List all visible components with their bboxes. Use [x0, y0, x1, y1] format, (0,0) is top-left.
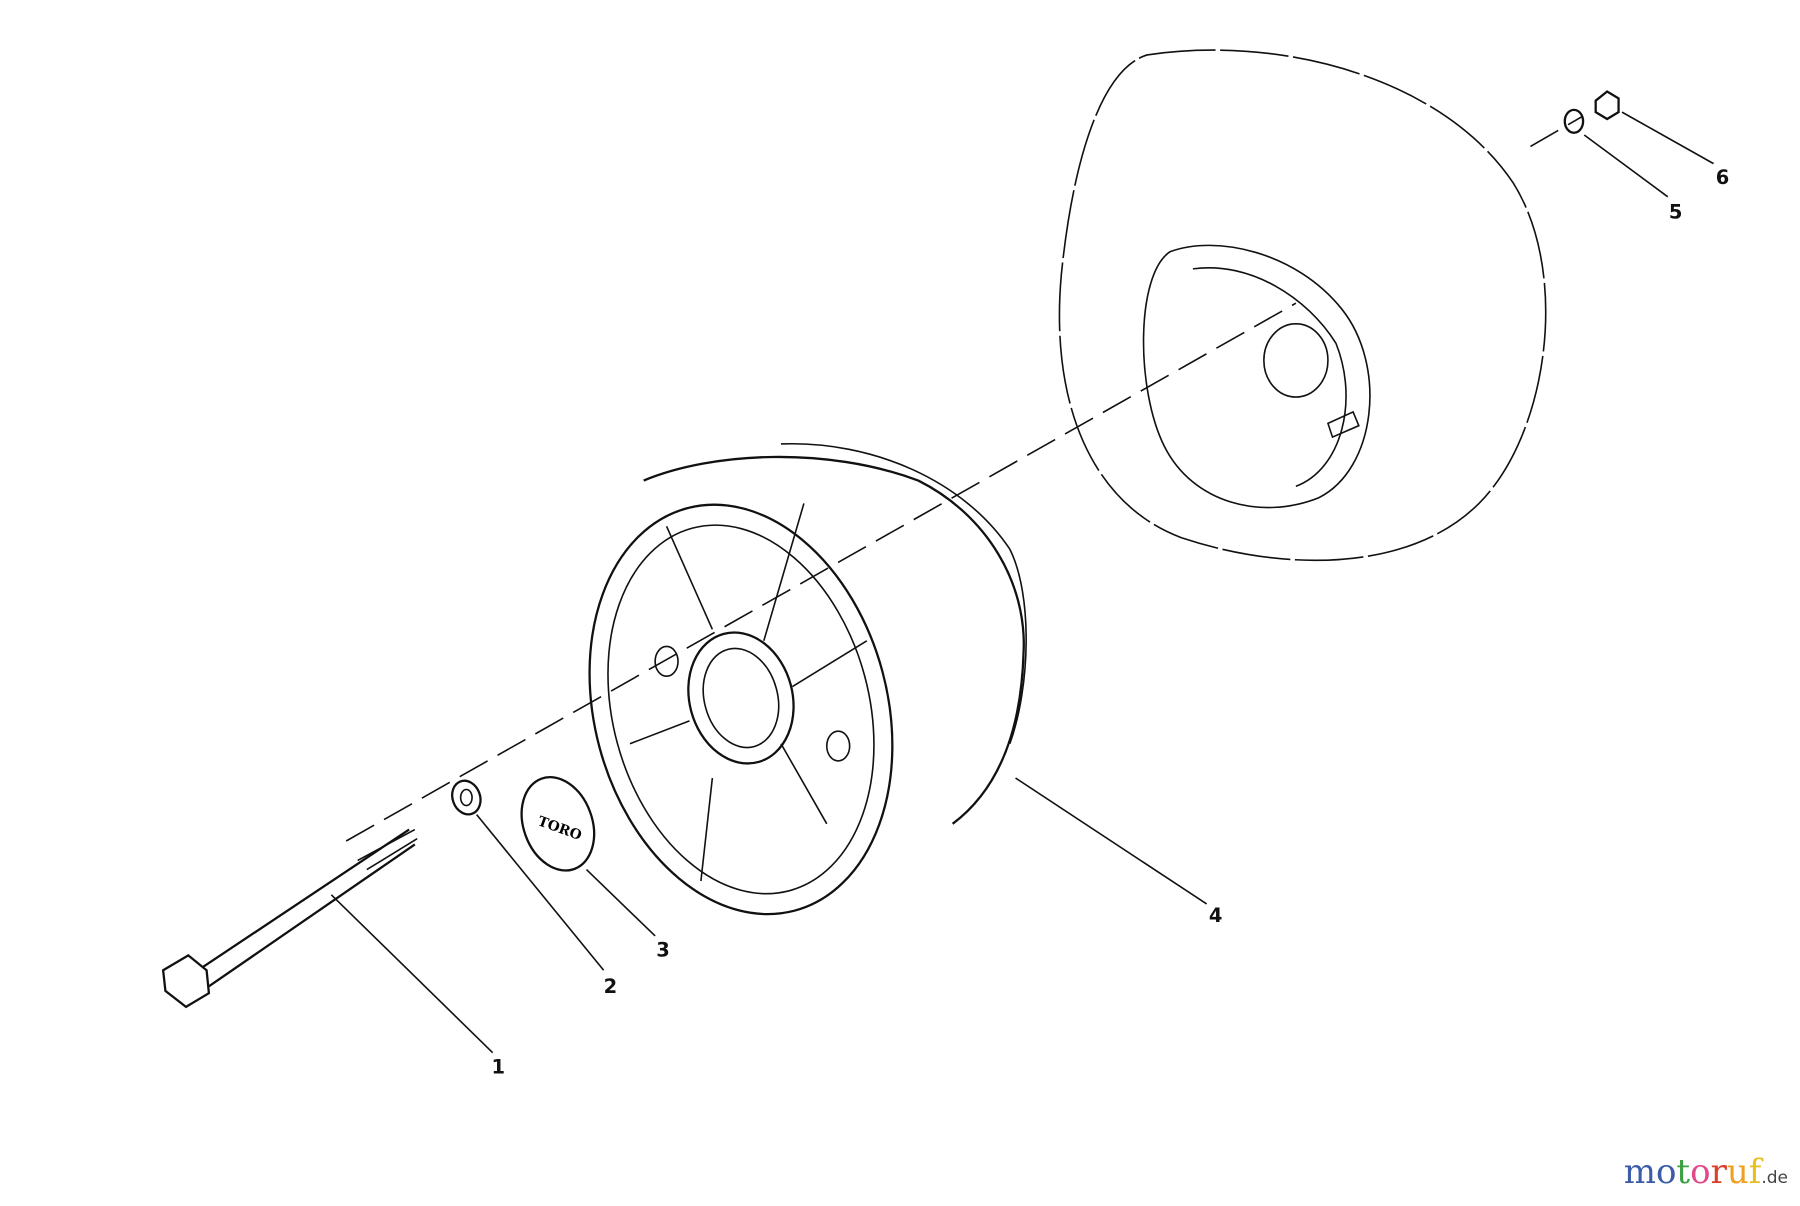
callout-5: 5: [1669, 201, 1683, 224]
hub-cap: [520, 776, 596, 872]
cap-logo: TORO: [535, 813, 583, 844]
callout-4: 4: [1209, 904, 1223, 927]
tire: [1058, 49, 1547, 562]
wheel-weight: [588, 442, 1027, 916]
callout-6: 6: [1716, 166, 1730, 189]
callout-2: 2: [604, 975, 618, 998]
bolt: [161, 828, 418, 1009]
axle-centerline: [345, 116, 1583, 842]
wheel-hub: [1263, 323, 1329, 398]
valve-stem: [1326, 410, 1360, 439]
center-bore: [687, 631, 795, 765]
nut: [1594, 90, 1620, 121]
washer: [451, 779, 482, 816]
leader-lines: [330, 111, 1714, 1054]
watermark-logo: motoruf.de: [1623, 1152, 1788, 1192]
callout-1: 1: [492, 1055, 506, 1078]
callout-3: 3: [656, 939, 670, 962]
washer-5: [1563, 108, 1585, 134]
